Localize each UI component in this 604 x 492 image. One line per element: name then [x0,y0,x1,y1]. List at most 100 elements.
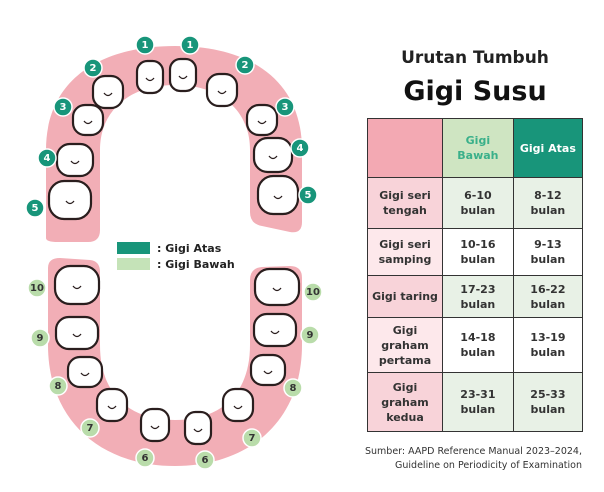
badge-circle [135,448,155,468]
badge-number: 4 [297,143,304,154]
upper-tooth-badge: 4 [290,138,310,158]
cell-atas: 13-19 bulan [512,317,584,373]
tooth-face-icon [72,333,82,338]
tooth-icon [91,74,125,110]
badge-number: 4 [44,153,51,164]
badge-number: 1 [187,40,194,51]
upper-tooth-badge: 5 [298,185,318,205]
badge-number: 1 [142,40,149,51]
header-empty [367,118,443,178]
table-row: Gigi taring 17-23 bulan 16-22 bulan [367,275,584,318]
badge-circle [37,148,57,168]
lower-tooth-badge: 10 [27,278,47,298]
tooth-icon [95,387,129,423]
lower-tooth-badge: 9 [30,328,50,348]
table-header-row: Gigi Bawah Gigi Atas [367,118,584,178]
tooth-face-icon [272,287,282,292]
badge-number: 9 [307,330,314,341]
tooth-icon [168,57,198,93]
tooth-icon [252,312,298,348]
tooth-icon [205,72,239,108]
cell-atas: 8-12 bulan [512,177,584,229]
tooth-face-icon [263,370,273,375]
source-line-1: Sumber: AAPD Reference Manual 2023–2024, [365,446,582,457]
tooth-face-icon [193,428,203,433]
tooth-icon [53,264,101,306]
cell-bawah: 14-18 bulan [442,317,514,373]
cell-bawah: 17-23 bulan [442,275,514,318]
lower-tooth-badge: 8 [283,378,303,398]
badge-circle [80,418,100,438]
lower-tooth-badge: 7 [80,418,100,438]
tooth-icon [245,103,279,137]
tooth-face-icon [107,405,117,410]
tooth-icon [253,267,301,307]
upper-tooth-badge: 3 [275,97,295,117]
tooth-face-icon [273,195,283,200]
badge-number: 5 [305,190,312,201]
tooth-face-icon [268,155,278,160]
tooth-icon [55,142,95,178]
table-row: Gigi graham kedua 23-31 bulan 25-33 bula… [367,372,584,432]
tooth-icon [47,179,93,221]
table-row: Gigi seri samping 10-16 bulan 9-13 bulan [367,228,584,276]
tooth-face-icon [145,77,155,82]
row-label: Gigi graham kedua [367,372,443,432]
tooth-face-icon [80,372,90,377]
badge-number: 9 [37,333,44,344]
tooth-icon [183,410,213,446]
badge-circle [83,58,103,78]
title-line-1: Urutan Tumbuh [401,48,549,68]
legend-swatch-lower [117,258,150,270]
tooth-icon [256,174,300,216]
header-gigi-atas: Gigi Atas [512,118,584,178]
table-row: Gigi graham pertama 14-18 bulan 13-19 bu… [367,317,584,373]
tooth-face-icon [103,92,113,97]
row-label: Gigi taring [367,275,443,318]
tooth-icon [252,136,294,174]
badge-number: 2 [242,60,249,71]
cell-atas: 16-22 bulan [512,275,584,318]
upper-tooth-badge: 1 [135,35,155,55]
cell-bawah: 6-10 bulan [442,177,514,229]
lower-tooth-badge: 6 [135,448,155,468]
badge-number: 5 [32,203,39,214]
eruption-table: Gigi Bawah Gigi Atas Gigi seri tengah 6-… [367,118,584,432]
badge-number: 7 [249,433,256,444]
tooth-face-icon [178,75,188,80]
cell-atas: 25-33 bulan [512,372,584,432]
tooth-face-icon [257,120,267,125]
cell-bawah: 23-31 bulan [442,372,514,432]
badge-circle [298,185,318,205]
badge-number: 3 [282,102,289,113]
badge-circle [303,282,323,302]
upper-tooth-badge: 4 [37,148,57,168]
tooth-face-icon [217,90,227,95]
tooth-icon [135,59,165,95]
lower-tooth-badge: 8 [48,376,68,396]
tooth-face-icon [72,285,82,290]
upper-tooth-badge: 2 [83,58,103,78]
badge-number: 8 [55,381,62,392]
row-label: Gigi graham pertama [367,317,443,373]
tooth-icon [249,353,287,387]
badge-circle [290,138,310,158]
badge-circle [235,55,255,75]
tooth-icon [139,407,171,443]
tooth-face-icon [270,330,280,335]
badge-circle [195,450,215,470]
badge-number: 7 [87,423,94,434]
badge-number: 8 [290,383,297,394]
source-note: Sumber: AAPD Reference Manual 2023–2024,… [365,445,582,473]
tooth-face-icon [70,160,80,165]
title-line-2: Gigi Susu [403,76,547,107]
cell-bawah: 10-16 bulan [442,228,514,276]
tooth-face-icon [233,405,243,410]
badge-circle [275,97,295,117]
source-line-2: Guideline on Periodicity of Examination [395,460,582,471]
badge-number: 2 [90,63,97,74]
tooth-icon [221,387,255,423]
tooth-face-icon [150,425,160,430]
lower-tooth-badge: 10 [303,282,323,302]
